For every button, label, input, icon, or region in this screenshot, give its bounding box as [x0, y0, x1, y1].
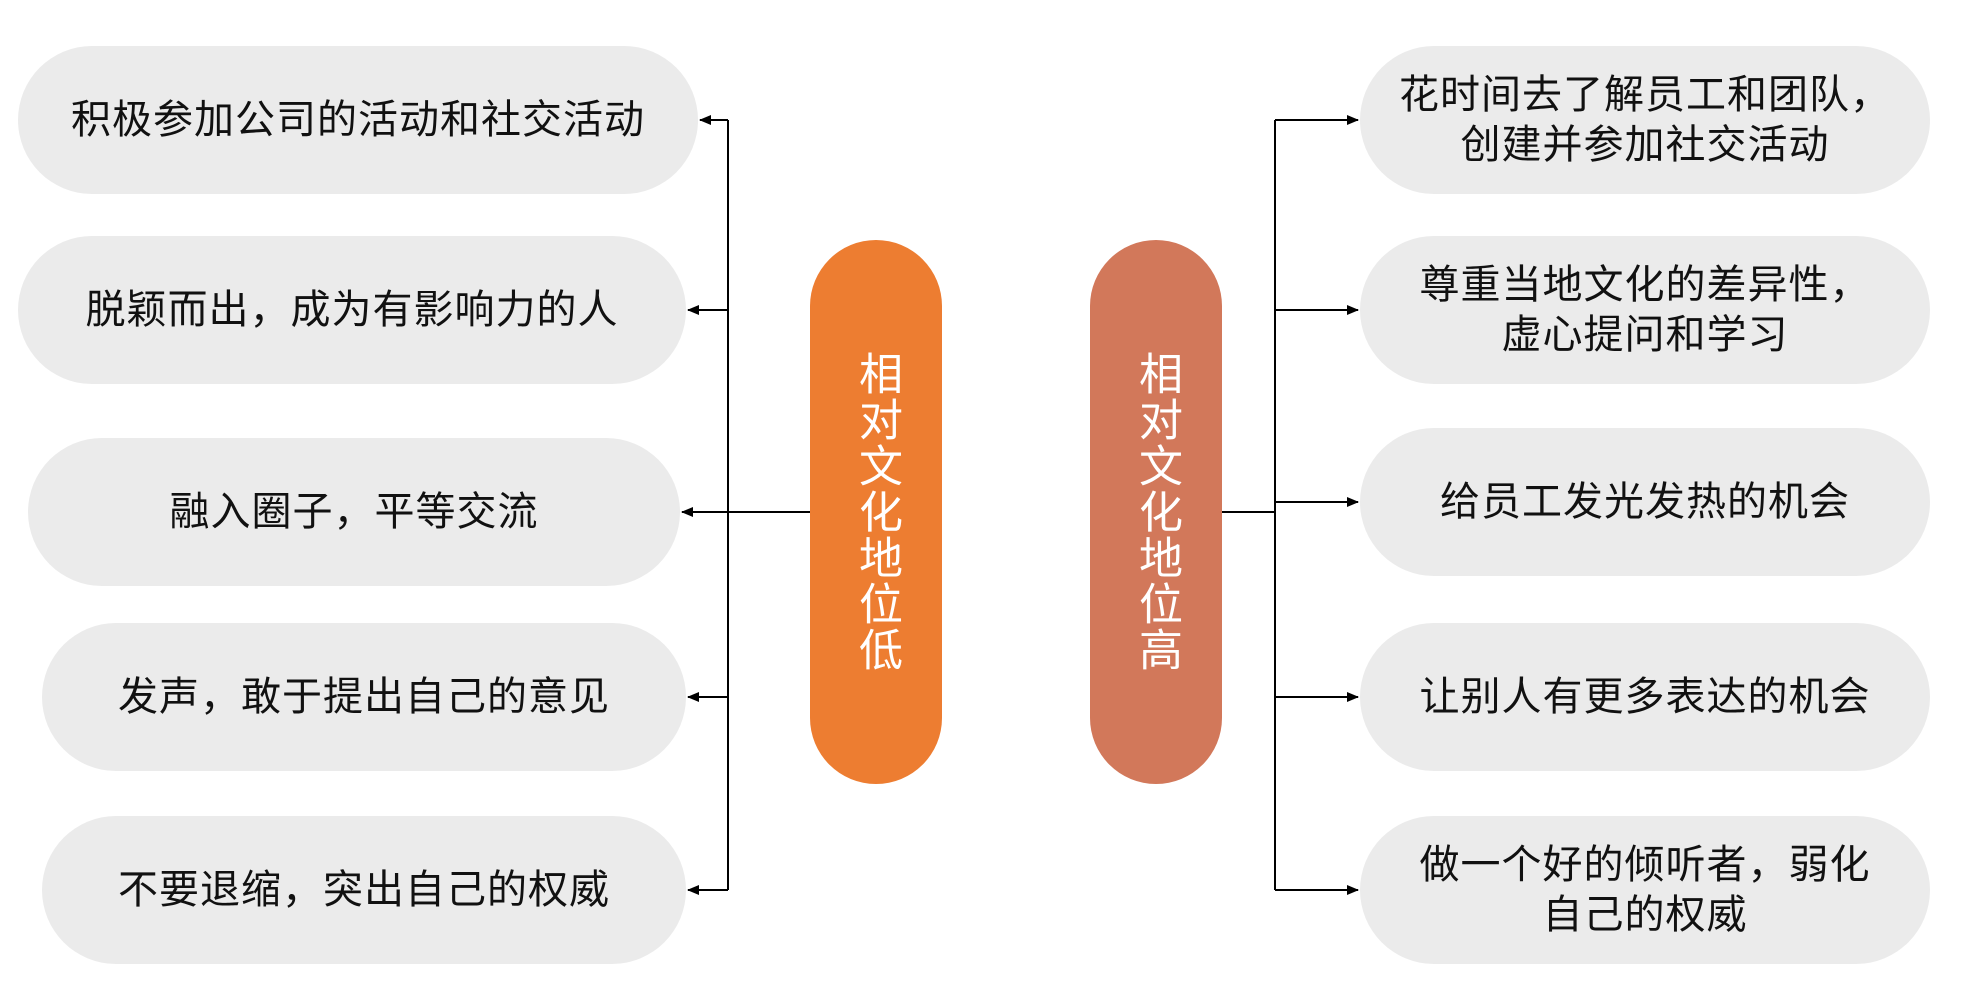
right-item-3-text: 给员工发光发热的机会	[1440, 479, 1850, 525]
left-item-1-text: 积极参加公司的活动和社交活动	[71, 97, 645, 143]
right-item-2: 尊重当地文化的差异性， 虚心提问和学习	[1360, 236, 1930, 384]
left-item-4: 发声，敢于提出自己的意见	[42, 623, 686, 771]
right-item-1-text: 花时间去了解员工和团队， 创建并参加社交活动	[1399, 72, 1891, 168]
left-item-2-text: 脱颖而出，成为有影响力的人	[85, 287, 619, 333]
low-status-node: 相对文化地位低	[810, 240, 942, 784]
right-item-5-text: 做一个好的倾听者，弱化 自己的权威	[1419, 842, 1871, 938]
high-status-node: 相对文化地位高	[1090, 240, 1222, 784]
right-item-4: 让别人有更多表达的机会	[1360, 623, 1930, 771]
left-item-5: 不要退缩，突出自己的权威	[42, 816, 686, 964]
low-status-title: 相对文化地位低	[851, 351, 902, 673]
right-item-3: 给员工发光发热的机会	[1360, 428, 1930, 576]
left-item-4-text: 发声，敢于提出自己的意见	[118, 674, 610, 720]
right-item-1: 花时间去了解员工和团队， 创建并参加社交活动	[1360, 46, 1930, 194]
left-item-5-text: 不要退缩，突出自己的权威	[118, 867, 610, 913]
left-item-2: 脱颖而出，成为有影响力的人	[18, 236, 686, 384]
right-item-5: 做一个好的倾听者，弱化 自己的权威	[1360, 816, 1930, 964]
left-item-3: 融入圈子，平等交流	[28, 438, 680, 586]
right-item-2-text: 尊重当地文化的差异性， 虚心提问和学习	[1419, 262, 1871, 358]
left-item-3-text: 融入圈子，平等交流	[169, 489, 539, 535]
right-item-4-text: 让别人有更多表达的机会	[1419, 674, 1871, 720]
left-item-1: 积极参加公司的活动和社交活动	[18, 46, 698, 194]
high-status-title: 相对文化地位高	[1131, 351, 1182, 673]
